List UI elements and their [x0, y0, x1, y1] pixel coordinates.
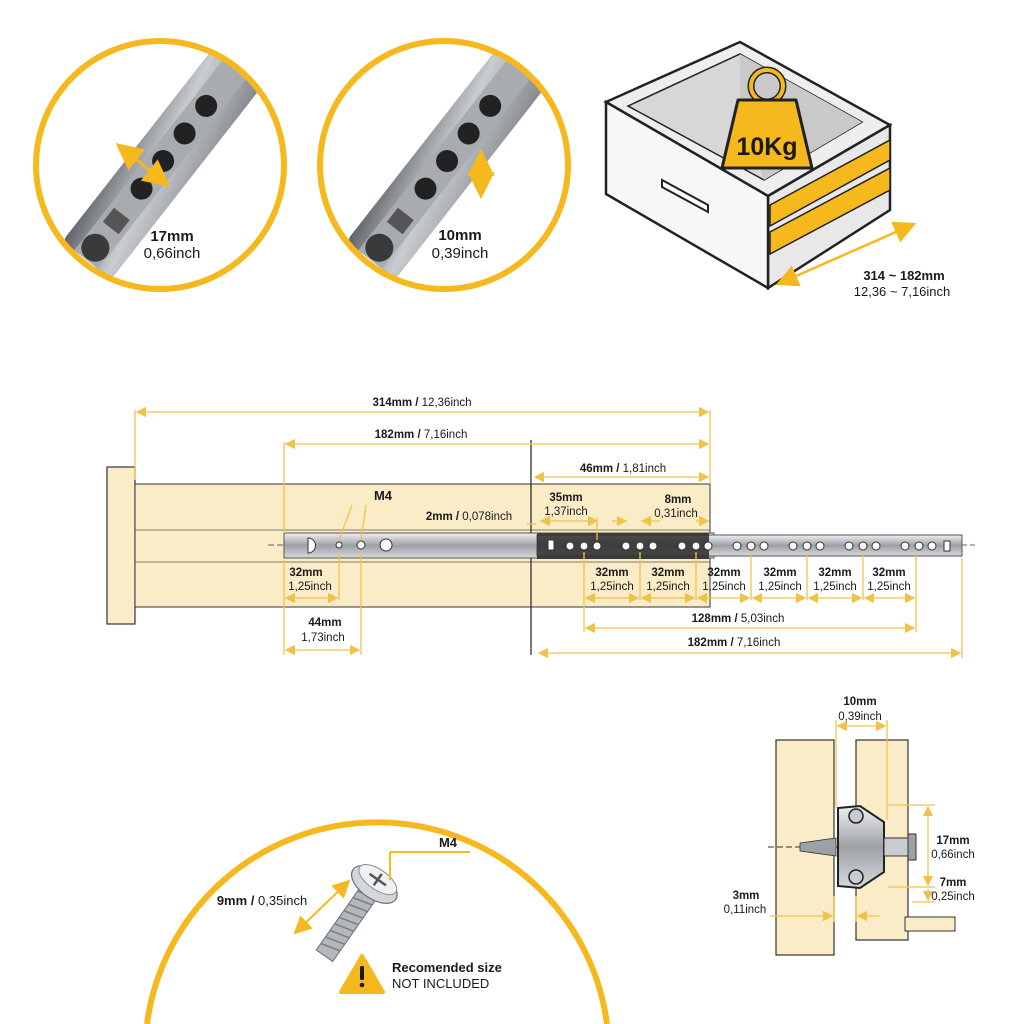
- slide-cross-section: 10mm 0,39inch 17mm 0,66inch 7mm 0,25inch…: [724, 696, 975, 956]
- dim-8-inch: 0,31inch: [654, 508, 697, 520]
- pitch-5-inch: 1,25inch: [813, 581, 856, 593]
- section-height-inch: 0,66inch: [931, 849, 974, 861]
- detail-circle-height: 10mm 0,39inch: [317, 38, 571, 292]
- section-3-inch: 0,11inch: [724, 904, 767, 916]
- dim-total-length: 314mm / 12,36inch: [372, 397, 471, 409]
- section-7-value: 7mm: [940, 877, 967, 889]
- dim-8-value: 8mm: [665, 494, 692, 506]
- dim-35-value: 35mm: [549, 492, 582, 504]
- drawer-depth-inch: 12,36 ~ 7,16inch: [854, 284, 951, 299]
- dim-32-left-inch: 1,25inch: [288, 581, 331, 593]
- pitch-6-inch: 1,25inch: [867, 581, 910, 593]
- drawer-depth-value: 314 ~ 182mm: [863, 268, 944, 283]
- section-top-value: 10mm: [843, 696, 876, 708]
- pitch-5-value: 32mm: [818, 567, 851, 579]
- pitch-6-value: 32mm: [872, 567, 905, 579]
- dim-44-value: 44mm: [308, 617, 341, 629]
- label-screw-m4: M4: [374, 488, 393, 503]
- weight-label: 10Kg: [736, 133, 797, 161]
- pitch-3-value: 32mm: [707, 567, 740, 579]
- pitch-1-inch: 1,25inch: [590, 581, 633, 593]
- pitch-2-value: 32mm: [651, 567, 684, 579]
- pitch-4-value: 32mm: [763, 567, 796, 579]
- dim-128: 128mm / 5,03inch: [692, 613, 785, 625]
- detail-height-inch: 0,39inch: [432, 245, 489, 262]
- dim-35-inch: 1,37inch: [544, 506, 587, 518]
- screw-detail: M4 9mm / 0,35inch Recomended size NOT IN…: [144, 819, 610, 1024]
- pitch-3-inch: 1,25inch: [702, 581, 745, 593]
- detail-height-value: 10mm: [438, 227, 481, 244]
- section-7-inch: 0,25inch: [931, 891, 974, 903]
- detail-width-inch: 0,66inch: [144, 245, 201, 262]
- dim-gap-2: 2mm / 0,078inch: [426, 511, 512, 523]
- detail-width-value: 17mm: [150, 228, 193, 245]
- cabinet-front: [106, 466, 136, 625]
- dim-extension-46: 46mm / 1,81inch: [580, 463, 666, 475]
- warning-icon: [339, 954, 385, 994]
- not-included-note: NOT INCLUDED: [392, 976, 489, 991]
- screw-length: 9mm / 0,35inch: [217, 893, 307, 908]
- section-3-value: 3mm: [733, 890, 760, 902]
- dim-32-left-value: 32mm: [289, 567, 322, 579]
- weight-icon: 10Kg: [720, 66, 814, 170]
- section-height-value: 17mm: [936, 835, 969, 847]
- recommended-size-title: Recomended size: [392, 960, 502, 975]
- dim-closed-length: 182mm / 7,16inch: [375, 429, 468, 441]
- pitch-1-value: 32mm: [595, 567, 628, 579]
- dim-182-extension: 182mm / 7,16inch: [688, 637, 781, 649]
- pitch-4-inch: 1,25inch: [758, 581, 801, 593]
- screw-type: M4: [439, 835, 458, 850]
- drawer-illustration: 10Kg 314 ~ 182mm 12,36 ~ 7,16inch: [603, 40, 951, 299]
- pitch-2-inch: 1,25inch: [646, 581, 689, 593]
- dim-44-inch: 1,73inch: [301, 632, 344, 644]
- slide-dimension-drawing: 314mm / 12,36inch 182mm / 7,16inch 46mm …: [106, 397, 975, 659]
- detail-circle-width: 17mm 0,66inch: [33, 38, 287, 292]
- section-top-inch: 0,39inch: [838, 711, 881, 723]
